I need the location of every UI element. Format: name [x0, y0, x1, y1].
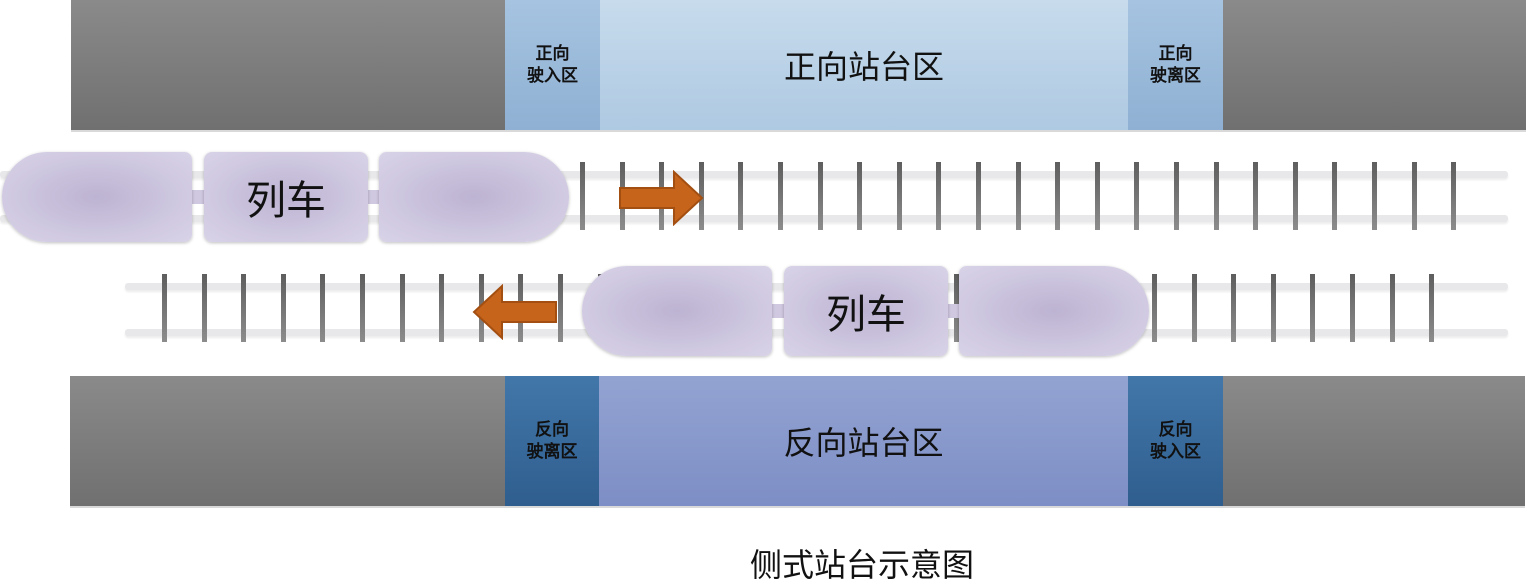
upper-train-car-front — [379, 152, 569, 242]
upper-track-tie — [1134, 162, 1140, 230]
lower-track-tie — [280, 274, 286, 342]
lower-train-car-rear — [959, 266, 1149, 356]
lower-direction-arrow-icon — [472, 284, 557, 340]
lower-track-tie — [1429, 274, 1435, 342]
lower-track-tie — [1350, 274, 1355, 342]
lower-track-tie — [320, 274, 326, 342]
upper-track-tie — [738, 162, 744, 230]
upper-track-tie — [1253, 162, 1259, 230]
upper-track-tie — [1411, 162, 1417, 230]
lower-train: 列车 — [580, 264, 1155, 359]
lower-track-tie — [1231, 274, 1237, 342]
lower-train-car-middle: 列车 — [784, 266, 948, 356]
upper-track-tie — [1213, 162, 1219, 230]
upper-track-rail-top — [0, 171, 1508, 178]
lower-track-tie — [1191, 274, 1197, 342]
upper-track-tie — [1451, 162, 1457, 230]
forward-platform-zone-label: 正向站台区 — [783, 48, 944, 86]
lower-track-tie — [201, 274, 207, 342]
upper-train: 列车 — [0, 150, 575, 245]
reverse-platform-zone-label: 反向站台区 — [783, 424, 944, 462]
upper-track-tie — [1015, 162, 1021, 230]
forward-exit-zone-line1: 正向 — [1158, 44, 1193, 64]
lower-track-tie — [1270, 274, 1276, 342]
upper-direction-arrow-icon — [619, 170, 704, 226]
reverse-exit-zone-line2: 驶离区 — [526, 442, 578, 462]
lower-train-label: 列车 — [826, 292, 906, 338]
lower-track-tie — [1310, 274, 1316, 342]
upper-track-tie — [1055, 162, 1061, 230]
upper-track-tie — [976, 162, 981, 230]
reverse-platform-zone: 反向站台区 — [599, 376, 1128, 508]
lower-track-tie — [1389, 274, 1395, 342]
lower-track-tie — [558, 274, 563, 342]
lower-track-tie — [399, 274, 405, 342]
bottom-left-gray-block — [70, 376, 505, 508]
upper-track-tie — [936, 162, 942, 230]
reverse-entry-zone-line1: 反向 — [1158, 420, 1193, 440]
top-right-gray-block — [1223, 0, 1526, 132]
upper-track-tie — [778, 162, 783, 230]
forward-entry-zone-line1: 正向 — [535, 44, 570, 64]
lower-track-tie — [360, 274, 365, 342]
upper-track-tie — [580, 162, 585, 230]
reverse-exit-zone-line1: 反向 — [535, 420, 569, 440]
upper-train-label: 列车 — [246, 178, 326, 224]
forward-exit-zone: 正向 驶离区 — [1128, 0, 1223, 132]
lower-track-tie — [241, 274, 247, 342]
upper-track-tie — [817, 162, 823, 230]
lower-track-tie — [162, 274, 167, 342]
upper-track-tie — [896, 162, 902, 230]
reverse-entry-zone: 反向 驶入区 — [1128, 376, 1223, 508]
reverse-exit-zone: 反向 驶离区 — [505, 376, 599, 508]
upper-track-tie — [1292, 162, 1298, 230]
upper-train-car-rear — [2, 152, 192, 242]
forward-entry-zone: 正向 驶入区 — [505, 0, 600, 132]
top-left-gray-block — [71, 0, 505, 132]
bottom-right-gray-block — [1223, 376, 1525, 508]
lower-track-tie — [1152, 274, 1157, 342]
upper-track-tie — [857, 162, 863, 230]
upper-track-tie — [1174, 162, 1179, 230]
lower-track-tie — [439, 274, 445, 342]
diagram-caption: 侧式站台示意图 — [750, 546, 975, 584]
lower-train-car-front — [582, 266, 772, 356]
reverse-entry-zone-line2: 驶入区 — [1150, 442, 1201, 462]
forward-exit-zone-line2: 驶离区 — [1150, 66, 1201, 86]
upper-track-rail-bottom — [0, 215, 1508, 222]
forward-entry-zone-line2: 驶入区 — [527, 66, 578, 86]
upper-track-tie — [1332, 162, 1338, 230]
upper-train-car-middle: 列车 — [204, 152, 368, 242]
upper-track-tie — [1094, 162, 1100, 230]
upper-track-tie — [1372, 162, 1377, 230]
forward-platform-zone: 正向站台区 — [600, 0, 1128, 132]
